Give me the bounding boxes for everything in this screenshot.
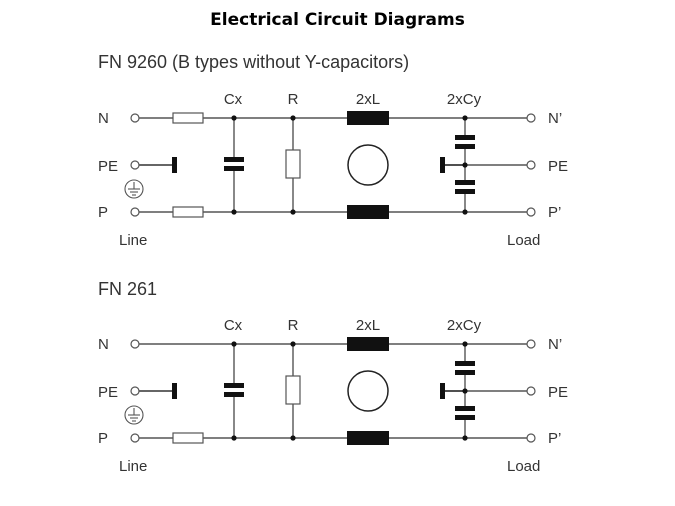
terminal-n <box>130 113 140 123</box>
choke-n <box>347 337 389 351</box>
terminal-p-label: P <box>98 430 108 447</box>
capacitor-cx <box>224 383 244 397</box>
cy-label: 2xCy <box>447 317 482 334</box>
terminal-pe <box>130 160 140 170</box>
terminal-p-out-label: P’ <box>548 430 561 447</box>
junction <box>231 435 237 441</box>
pe-plate <box>172 383 177 399</box>
capacitor-cy-lower <box>455 180 475 194</box>
terminal-pe <box>130 386 140 396</box>
l-label: 2xL <box>356 91 380 108</box>
fuse-p <box>172 206 204 218</box>
junction <box>231 115 237 121</box>
junction <box>290 115 296 121</box>
protective-earth-icon <box>124 179 144 199</box>
resistor-r <box>285 149 301 179</box>
capacitor-cy-lower <box>455 406 475 420</box>
terminal-p-out <box>526 433 536 443</box>
load-label: Load <box>507 458 540 475</box>
cy-pe-plate <box>440 383 445 399</box>
cx-label: Cx <box>224 91 243 108</box>
circuit-diagram-fn261: Cx R 2xL 2xCy N PE P N’ PE P’ Line Load <box>98 317 568 475</box>
junction <box>231 341 237 347</box>
terminal-p <box>130 207 140 217</box>
page-title: Electrical Circuit Diagrams <box>210 10 465 30</box>
cx-label: Cx <box>224 317 243 334</box>
terminal-p-out <box>526 207 536 217</box>
terminal-pe-out <box>526 386 536 396</box>
choke-n <box>347 111 389 125</box>
terminal-n-out <box>526 113 536 123</box>
terminal-n-out <box>526 339 536 349</box>
terminal-pe-out-label: PE <box>548 384 568 401</box>
junction <box>462 435 468 441</box>
line-label: Line <box>119 232 147 249</box>
diagram-title-fn261: FN 261 <box>98 279 158 299</box>
fuse-p <box>172 432 204 444</box>
junction <box>462 388 468 394</box>
terminal-n-out-label: N’ <box>548 110 562 127</box>
junction <box>462 209 468 215</box>
capacitor-cx <box>224 157 244 171</box>
protective-earth-icon <box>124 405 144 425</box>
junction <box>462 162 468 168</box>
junction <box>290 209 296 215</box>
line-label: Line <box>119 458 147 475</box>
terminal-p <box>130 433 140 443</box>
resistor-r <box>285 375 301 405</box>
choke-core <box>347 144 389 186</box>
choke-core <box>347 370 389 412</box>
diagram-title-fn9260: FN 9260 (B types without Y-capacitors) <box>98 52 410 72</box>
l-label: 2xL <box>356 317 380 334</box>
terminal-pe-out <box>526 160 536 170</box>
capacitor-cy-upper <box>455 135 475 149</box>
pe-plate <box>172 157 177 173</box>
circuit-diagram-fn9260: Cx R 2xL 2xCy N PE P N’ PE P’ Line Load <box>98 91 568 249</box>
terminal-p-out-label: P’ <box>548 204 561 221</box>
cy-label: 2xCy <box>447 91 482 108</box>
junction <box>462 115 468 121</box>
choke-p <box>347 205 389 219</box>
r-label: R <box>288 317 299 334</box>
junction <box>290 435 296 441</box>
junction <box>462 341 468 347</box>
terminal-n-label: N <box>98 336 109 353</box>
fuse-n <box>172 112 204 124</box>
terminal-p-label: P <box>98 204 108 221</box>
capacitor-cy-upper <box>455 361 475 375</box>
cy-pe-plate <box>440 157 445 173</box>
terminal-pe-out-label: PE <box>548 158 568 175</box>
terminal-pe-label: PE <box>98 158 118 175</box>
junction <box>290 341 296 347</box>
choke-p <box>347 431 389 445</box>
load-label: Load <box>507 232 540 249</box>
r-label: R <box>288 91 299 108</box>
terminal-pe-label: PE <box>98 384 118 401</box>
terminal-n-label: N <box>98 110 109 127</box>
terminal-n <box>130 339 140 349</box>
terminal-n-out-label: N’ <box>548 336 562 353</box>
junction <box>231 209 237 215</box>
